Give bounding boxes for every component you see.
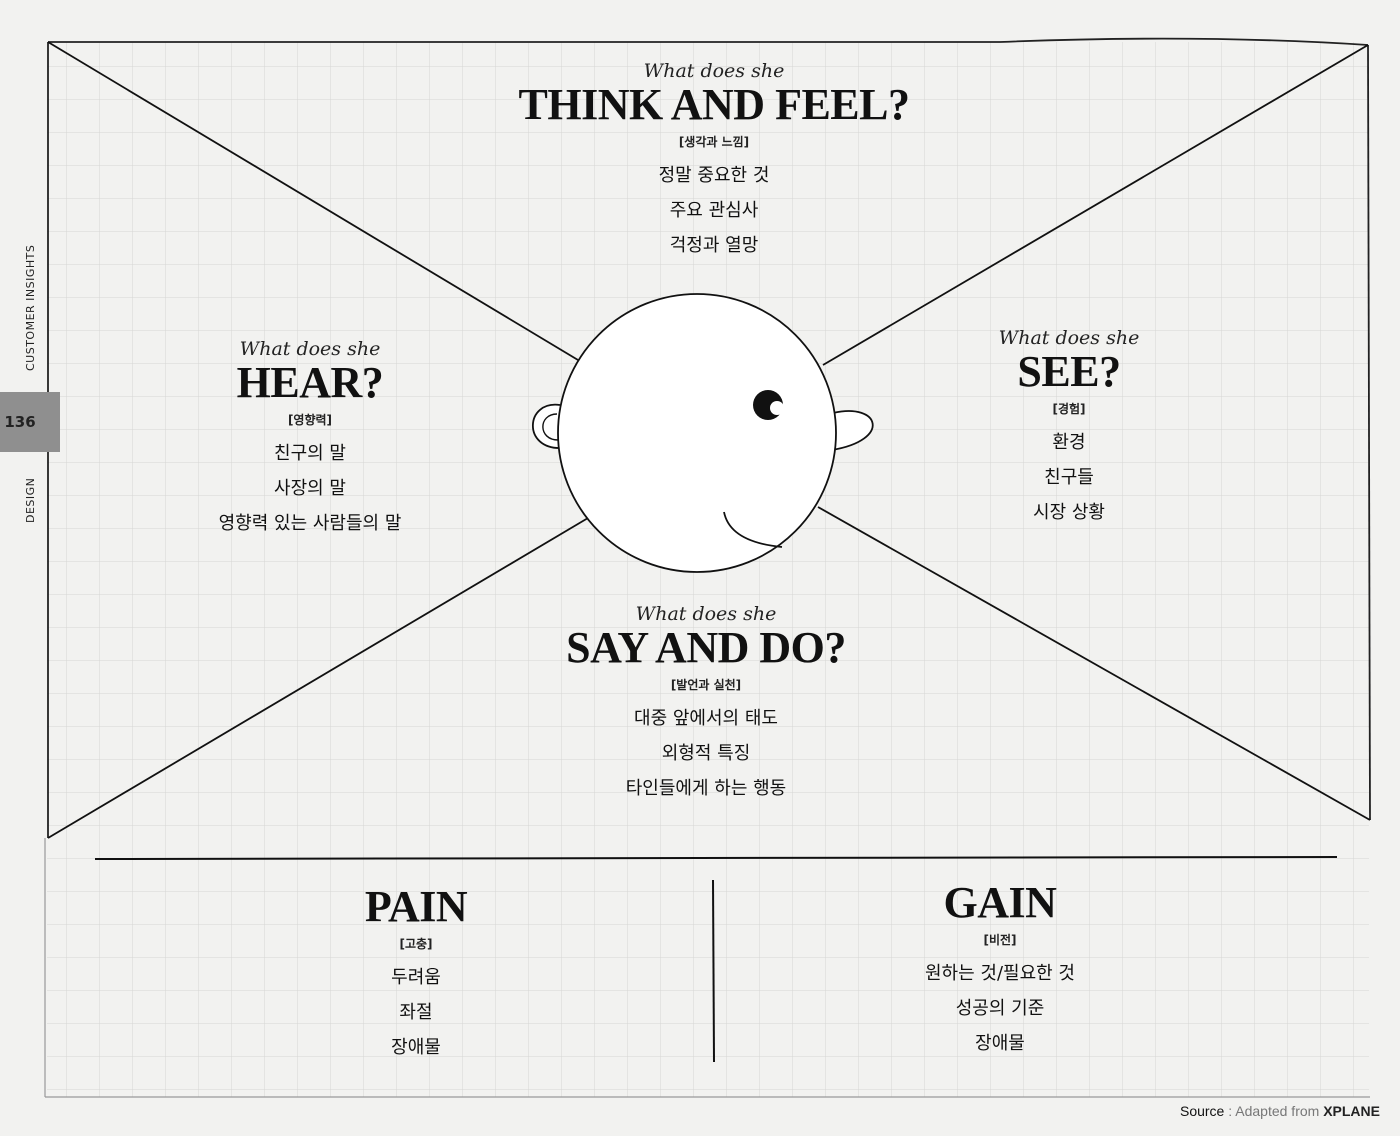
head-illustration (531, 293, 874, 573)
pain-gain-divider-horizontal (94, 856, 1338, 860)
say-tag: [발언과 실천] (670, 678, 742, 692)
see-item: 시장 상황 (1033, 502, 1105, 523)
say-items: 대중 앞에서의 태도 외형적 특징 타인들에게 하는 행동 (566, 701, 846, 806)
source-text: Adapted from (1235, 1103, 1320, 1119)
pain-item: 장애물 (391, 1037, 441, 1058)
frame-right (1367, 44, 1371, 821)
head-circle (557, 293, 837, 573)
pain-section: PAIN [고충] 두려움 좌절 장애물 (364, 882, 468, 1065)
source-label: Source (1179, 1103, 1225, 1119)
see-item: 친구들 (1044, 467, 1094, 488)
hear-section: What does she HEAR? [영향력] 친구의 말 사장의 말 영향… (219, 338, 402, 541)
see-item: 환경 (1052, 432, 1086, 453)
say-item: 외형적 특징 (661, 743, 751, 764)
right-ear (831, 410, 874, 451)
gain-tag: [비전] (983, 933, 1017, 947)
pain-gain-divider-vertical (712, 879, 715, 1063)
say-and-do-section: What does she SAY AND DO? [발언과 실천] 대중 앞에… (566, 603, 846, 806)
source-separator: : (1228, 1103, 1233, 1119)
see-question: What does she (998, 327, 1140, 349)
hear-items: 친구의 말 사장의 말 영향력 있는 사람들의 말 (219, 436, 402, 541)
think-item: 정말 중요한 것 (658, 165, 770, 186)
gain-item: 원하는 것/필요한 것 (925, 963, 1075, 984)
think-tag: [생각과 느낌] (678, 135, 750, 149)
say-question: What does she (635, 603, 777, 625)
say-item: 대중 앞에서의 태도 (634, 708, 778, 729)
see-tag: [경험] (1052, 402, 1086, 416)
gain-item: 성공의 기준 (955, 998, 1045, 1019)
diagonal-bottom-right (817, 506, 1371, 821)
gain-item: 장애물 (975, 1033, 1025, 1054)
source-brand: XPLANE (1323, 1103, 1380, 1119)
gain-title: GAIN (943, 878, 1057, 927)
hear-item: 영향력 있는 사람들의 말 (218, 513, 402, 534)
page-number-tab: 136 (0, 392, 60, 452)
hear-tag: [영향력] (287, 413, 333, 427)
say-item: 타인들에게 하는 행동 (625, 778, 787, 799)
left-ear (531, 403, 563, 449)
gain-items: 원하는 것/필요한 것 성공의 기준 장애물 (925, 956, 1075, 1061)
diagonal-top-right (822, 44, 1369, 366)
source-credit: Source : Adapted from XPLANE (1180, 1103, 1380, 1119)
see-items: 환경 친구들 시장 상황 (999, 425, 1140, 530)
think-item: 걱정과 열망 (669, 235, 759, 256)
hear-item: 친구의 말 (274, 443, 346, 464)
think-title: THINK AND FEEL? (518, 80, 910, 129)
hear-title: HEAR? (236, 358, 384, 407)
pain-item: 두려움 (391, 967, 441, 988)
page-number: 136 (4, 413, 36, 431)
think-items: 정말 중요한 것 주요 관심사 걱정과 열망 (518, 158, 909, 263)
think-question: What does she (643, 60, 785, 82)
think-item: 주요 관심사 (669, 200, 759, 221)
say-title: SAY AND DO? (566, 623, 846, 672)
diagonal-lines (47, 41, 1371, 839)
pain-items: 두려움 좌절 장애물 (365, 960, 467, 1065)
pain-item: 좌절 (399, 1002, 433, 1023)
pain-tag: [고충] (399, 937, 433, 951)
frame-top (48, 37, 1369, 46)
pain-title: PAIN (364, 882, 468, 931)
side-label-customer-insights: CUSTOMER INSIGHTS (24, 244, 37, 371)
think-and-feel-section: What does she THINK AND FEEL? [생각과 느낌] 정… (518, 60, 910, 263)
smile-mouth (723, 511, 783, 548)
eye-highlight (770, 401, 784, 415)
hear-item: 사장의 말 (274, 478, 346, 499)
left-ear-inner (542, 413, 559, 441)
side-label-design: DESIGN (24, 477, 37, 523)
see-section: What does she SEE? [경험] 환경 친구들 시장 상황 (999, 327, 1140, 530)
diagonal-bottom-left (47, 517, 589, 839)
diagonal-top-left (47, 41, 579, 361)
see-title: SEE? (1017, 347, 1121, 396)
hear-question: What does she (239, 338, 381, 360)
gain-section: GAIN [비전] 원하는 것/필요한 것 성공의 기준 장애물 (925, 880, 1075, 1061)
